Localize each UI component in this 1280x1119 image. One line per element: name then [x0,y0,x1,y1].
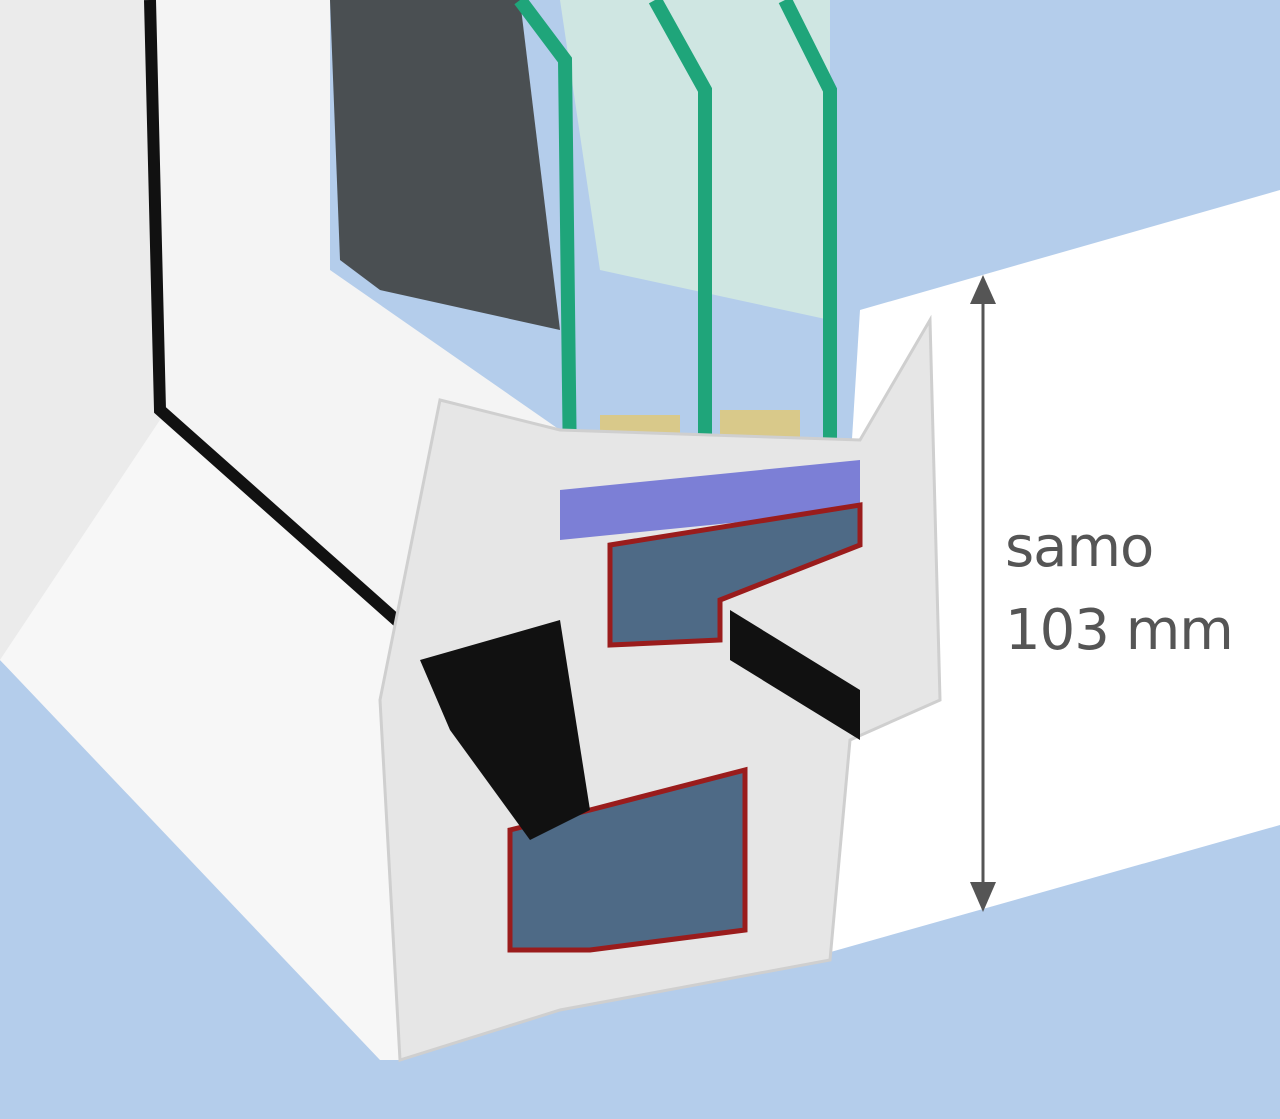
frame-bevel [0,0,160,660]
glass-pane-light [560,0,830,320]
glass-pane-3 [778,0,837,440]
sash-lower-face [0,420,430,1060]
dimension-band [820,190,1280,955]
dimension-label-prefix: samo [1005,515,1154,580]
gasket-strip [730,610,860,740]
dimension-arrow [970,275,996,912]
gasket-line [144,0,434,655]
glass-pane-2 [648,0,712,460]
glazing-bed [560,460,860,540]
glass-pane-1 [514,0,577,471]
arrow-up-icon [970,275,996,304]
upper-steel-chamber [607,502,863,648]
arrow-down-icon [970,882,996,912]
dimension-label-value: 103 mm [1005,598,1234,663]
inner-glass [330,0,560,330]
gasket-block [420,620,590,840]
